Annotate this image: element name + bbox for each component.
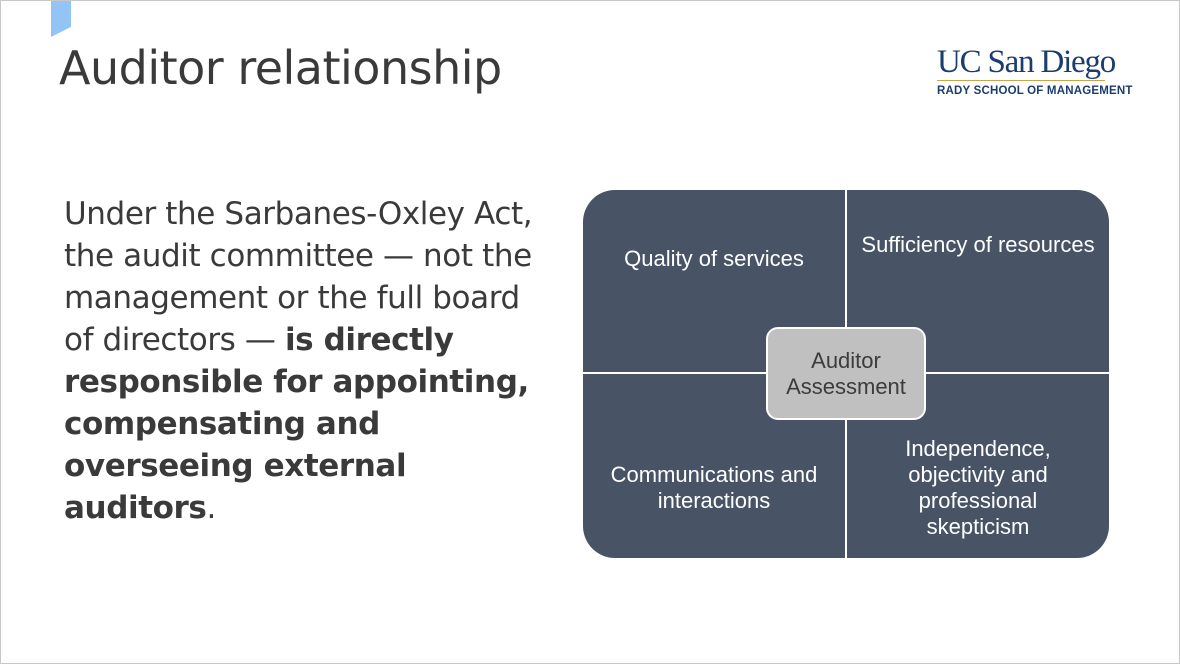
- center-auditor-assessment: Auditor Assessment: [766, 327, 926, 420]
- body-bold-text: is directly responsible for appointing, …: [64, 322, 529, 526]
- quadrant-label: Independence, objectivity and profession…: [905, 436, 1051, 539]
- slide-title: Auditor relationship: [59, 41, 502, 95]
- quadrant-label: Quality of services: [624, 246, 804, 271]
- logo-subtitle: RADY SCHOOL OF MANAGEMENT: [937, 85, 1133, 97]
- body-paragraph: Under the Sarbanes-Oxley Act, the audit …: [64, 193, 534, 529]
- center-label: Auditor Assessment: [786, 347, 906, 399]
- body-regular-text: Under the Sarbanes-Oxley Act, the audit …: [64, 196, 533, 358]
- body-end-punctuation: .: [206, 490, 216, 526]
- ucsd-logo: UC San Diego RADY SCHOOL OF MANAGEMENT: [937, 46, 1147, 97]
- quadrant-communications: Communications and interactions: [583, 374, 845, 558]
- accent-tab: [51, 1, 71, 37]
- logo-divider: [937, 80, 1105, 81]
- quadrant-label: Sufficiency of resources: [861, 232, 1095, 257]
- quadrant-label: Communications and interactions: [610, 462, 818, 513]
- logo-wordmark: UC San Diego: [937, 44, 1116, 80]
